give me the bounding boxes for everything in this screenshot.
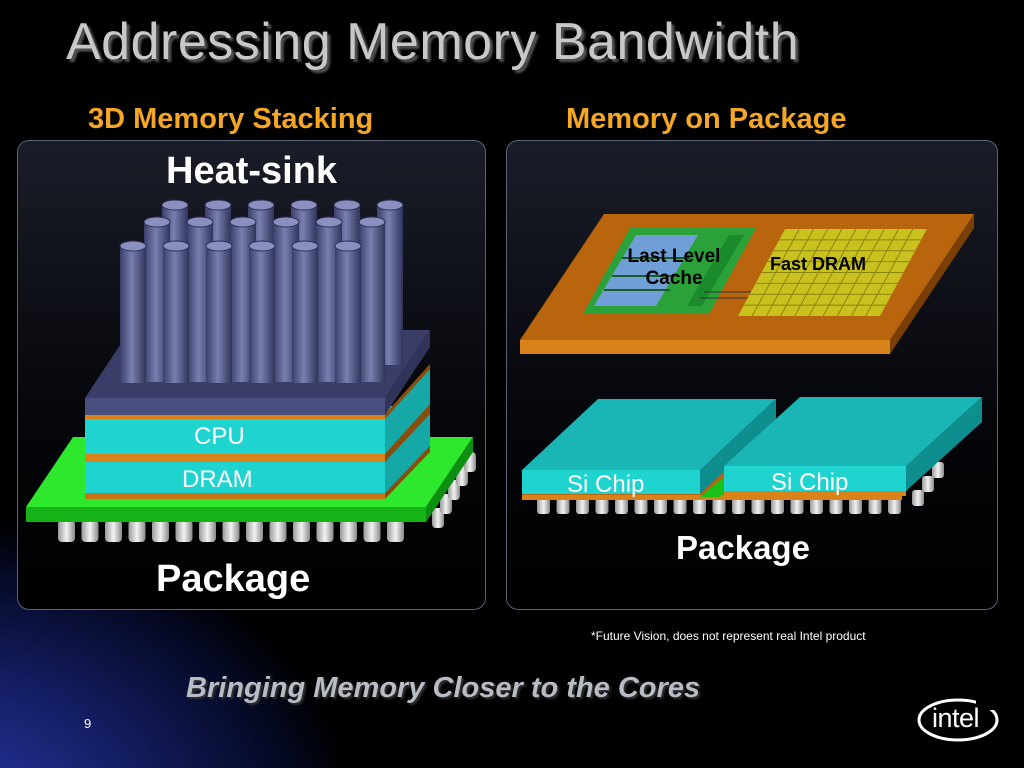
package-pin xyxy=(448,480,460,500)
right-heading: Memory on Package xyxy=(566,103,847,135)
heatsink-fin xyxy=(334,240,362,383)
fast-dram-die xyxy=(738,228,927,317)
heatsink-fin xyxy=(205,240,233,383)
separator-layer xyxy=(85,404,430,462)
heatsink-fins xyxy=(119,199,404,383)
package-pin xyxy=(615,498,628,514)
bottom-package-pins xyxy=(537,462,944,514)
heatsink-fin xyxy=(248,240,276,383)
package-pin xyxy=(199,520,216,542)
package-pin xyxy=(751,498,765,514)
package-pin xyxy=(175,520,193,542)
heatsink-fin xyxy=(119,240,147,383)
right-package-label: Package xyxy=(676,529,810,566)
package-pin xyxy=(128,520,146,542)
si-chip-1 xyxy=(522,399,776,494)
package-pin xyxy=(363,520,381,542)
left-heading: 3D Memory Stacking xyxy=(88,103,374,135)
package-pin xyxy=(693,498,706,514)
tagline: Bringing Memory Closer to the Cores xyxy=(186,672,701,704)
package-pin xyxy=(810,498,823,514)
package-pin xyxy=(316,520,334,542)
heatsink-fin xyxy=(291,240,319,383)
left-package-label: Package xyxy=(156,558,311,600)
package-pin xyxy=(868,498,882,514)
package-pin xyxy=(732,498,745,514)
heatsink-label: Heat-sink xyxy=(166,150,338,192)
cpu-label: CPU xyxy=(194,423,245,450)
page-title: Addressing Memory Bandwidth xyxy=(66,13,800,71)
package-pin xyxy=(849,498,862,514)
package-pin xyxy=(58,520,75,542)
cache-label-line2: Cache xyxy=(645,268,703,289)
left-package-pins xyxy=(58,452,476,542)
package-pin xyxy=(888,498,901,514)
package-pin xyxy=(790,498,804,514)
package-pin xyxy=(152,520,169,542)
package-pin xyxy=(556,498,570,514)
package-pin xyxy=(922,476,934,492)
package-pin xyxy=(771,498,784,514)
package-pin xyxy=(829,498,843,514)
package-pin xyxy=(932,462,944,478)
package-pin xyxy=(576,498,589,514)
dram-label: DRAM xyxy=(182,466,253,493)
fast-dram-label: Fast DRAM xyxy=(770,254,867,274)
intel-logo xyxy=(917,698,999,742)
package-pin xyxy=(340,520,357,542)
package-pin xyxy=(105,520,122,542)
package-pin xyxy=(222,520,240,542)
heatsink-fin xyxy=(358,216,386,382)
cache-label-line1: Last Level xyxy=(627,246,721,267)
package-pin xyxy=(269,520,287,542)
footnote: *Future Vision, does not represent real … xyxy=(591,629,866,643)
intel-logo-text: intel xyxy=(932,703,980,733)
cache-label: Last Level Cache xyxy=(614,246,734,290)
cpu-layer xyxy=(85,364,430,454)
package-pin xyxy=(432,508,444,528)
package-pin xyxy=(387,520,404,542)
package-pin xyxy=(673,498,687,514)
package-pin xyxy=(81,520,99,542)
package-pin xyxy=(712,498,726,514)
package-pin xyxy=(634,498,648,514)
package-pin xyxy=(293,520,310,542)
page-number: 9 xyxy=(84,716,92,731)
si-chip-2-label: Si Chip xyxy=(771,469,849,496)
package-pin xyxy=(537,498,550,514)
package-pin xyxy=(246,520,263,542)
package-pin xyxy=(654,498,667,514)
si-chip-1-label: Si Chip xyxy=(567,471,645,498)
package-pin xyxy=(440,494,452,514)
package-pin xyxy=(595,498,609,514)
package-pin xyxy=(912,490,924,506)
si-chip-2 xyxy=(724,397,982,496)
heatsink-fin xyxy=(162,240,190,383)
